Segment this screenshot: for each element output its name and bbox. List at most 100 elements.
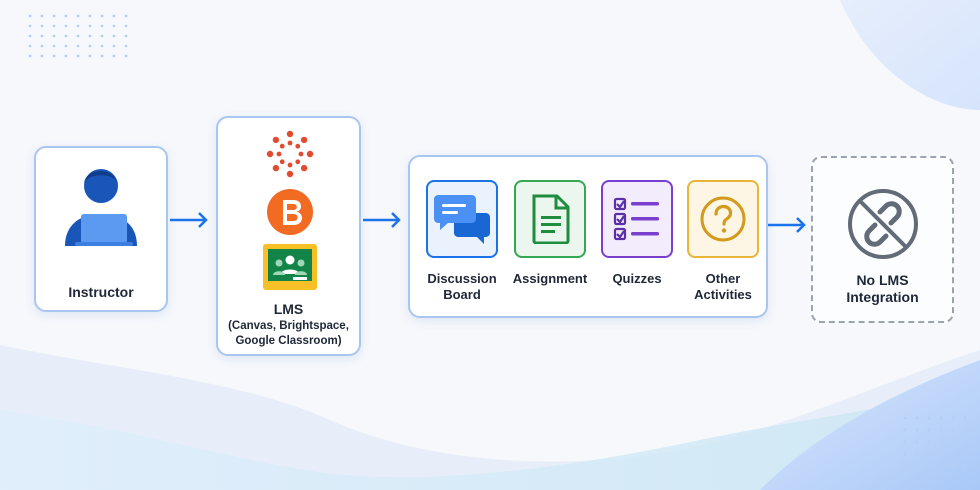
discussion-board-tile <box>426 180 498 258</box>
lms-subtitle-line2: Google Classroom) <box>235 335 342 347</box>
instructor-label: Instructor <box>68 284 134 300</box>
flow-arrow-2 <box>363 212 401 228</box>
decor-dot <box>915 416 919 420</box>
decor-dot <box>112 14 116 18</box>
decor-dot <box>52 54 56 58</box>
document-icon <box>532 194 570 244</box>
decor-dot <box>40 24 44 28</box>
dot-grid-bottom-right <box>903 416 967 468</box>
decor-dot <box>124 54 128 58</box>
decor-dot <box>28 14 32 18</box>
assignment-label-line1: Assignment <box>512 271 588 286</box>
activities-container: Discussion Board Assignment <box>408 155 768 318</box>
discussion-board-label: Discussion Board <box>412 271 512 303</box>
lms-title: LMS <box>273 301 304 317</box>
decor-dot <box>112 24 116 28</box>
lms-subtitle-line1: (Canvas, Brightspace, <box>228 320 349 332</box>
decor-dot <box>64 24 68 28</box>
decor-dot <box>915 452 919 456</box>
assignment-tile <box>514 180 586 258</box>
lms-node: LMS (Canvas, Brightspace, Google Classro… <box>216 116 361 356</box>
discussion-board-label-line2: Board <box>443 287 481 302</box>
decor-dot <box>915 428 919 432</box>
discussion-board-label-line1: Discussion <box>427 271 497 286</box>
decor-dot <box>963 416 967 420</box>
decor-dot <box>40 34 44 38</box>
decor-dot <box>963 464 967 468</box>
decor-dot <box>124 24 128 28</box>
decor-dot <box>939 452 943 456</box>
quizzes-label-line1: Quizzes <box>612 271 662 286</box>
other-activities-label: Other Activities <box>673 271 773 303</box>
decor-dot <box>100 14 104 18</box>
decor-dot <box>939 416 943 420</box>
other-activities-tile <box>687 180 759 258</box>
decor-dot <box>939 440 943 444</box>
decor-dot <box>927 428 931 432</box>
decor-dot <box>88 14 92 18</box>
decor-dot <box>28 34 32 38</box>
decor-dot <box>951 464 955 468</box>
decor-dot <box>88 34 92 38</box>
decor-dot <box>915 464 919 468</box>
decor-dot <box>88 44 92 48</box>
decor-dot <box>76 14 80 18</box>
decor-dot <box>100 54 104 58</box>
flow-arrow-3 <box>768 217 806 233</box>
google-classroom-logo-icon <box>263 244 317 290</box>
decor-dot <box>963 452 967 456</box>
decor-dot <box>76 24 80 28</box>
decor-dot <box>28 44 32 48</box>
instructor-node: Instructor <box>34 146 168 312</box>
decor-dot <box>124 44 128 48</box>
decor-dot <box>903 416 907 420</box>
no-lms-label-line1: No LMS <box>856 272 909 288</box>
decor-dot <box>903 428 907 432</box>
decor-dot <box>963 428 967 432</box>
decor-dot <box>124 14 128 18</box>
no-lms-label-line2: Integration <box>846 289 919 305</box>
decor-dot <box>903 440 907 444</box>
decor-dot <box>64 44 68 48</box>
decor-dot <box>903 464 907 468</box>
decor-dot <box>76 34 80 38</box>
dot-grid-top-left: /* dots drawn below */ <box>28 14 128 58</box>
decor-dot <box>100 24 104 28</box>
decor-dot <box>100 34 104 38</box>
decor-dot <box>939 428 943 432</box>
decor-dot <box>88 54 92 58</box>
decor-dot <box>963 440 967 444</box>
decor-dot <box>951 416 955 420</box>
decor-dot <box>40 44 44 48</box>
broken-link-icon <box>848 189 918 259</box>
chat-bubbles-icon <box>434 195 490 244</box>
decor-dot <box>927 464 931 468</box>
checklist-icon <box>613 197 659 241</box>
brightspace-logo-icon <box>267 189 313 235</box>
decor-dot <box>951 440 955 444</box>
decor-dot <box>927 440 931 444</box>
decor-dot <box>52 34 56 38</box>
decor-dot <box>64 54 68 58</box>
decor-dot <box>28 54 32 58</box>
decor-dot <box>112 44 116 48</box>
decor-dot <box>939 464 943 468</box>
question-icon <box>700 196 746 242</box>
decor-dot <box>88 24 92 28</box>
flow-arrow-1 <box>170 212 208 228</box>
decor-dot <box>112 34 116 38</box>
no-lms-node: No LMS Integration <box>811 156 954 323</box>
decor-dot <box>52 44 56 48</box>
decor-dot <box>40 54 44 58</box>
decor-dot <box>64 14 68 18</box>
decor-dot <box>52 14 56 18</box>
decor-dot <box>124 34 128 38</box>
decor-dot <box>927 416 931 420</box>
other-activities-label-line1: Other <box>705 271 741 286</box>
canvas-logo-icon <box>266 130 314 178</box>
decor-dot <box>40 14 44 18</box>
decor-dot <box>76 54 80 58</box>
decor-dot <box>951 452 955 456</box>
decor-dot <box>927 452 931 456</box>
